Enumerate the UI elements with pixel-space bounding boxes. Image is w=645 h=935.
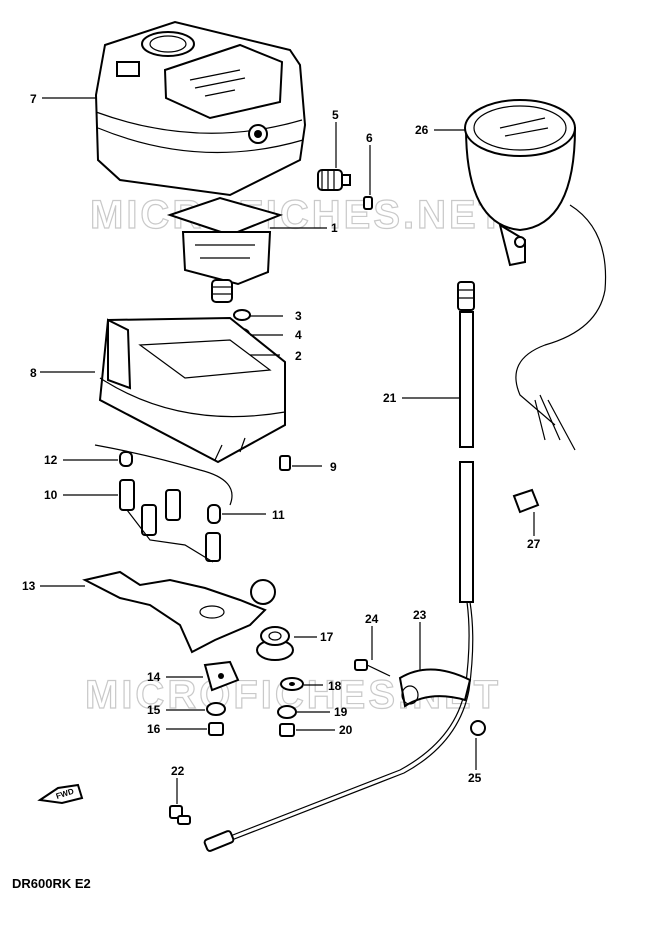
callout-2: 2 (295, 349, 302, 363)
callout-6: 6 (366, 131, 373, 145)
callout-9: 9 (330, 460, 337, 474)
callout-25: 25 (468, 771, 482, 785)
screw-6 (363, 196, 373, 210)
bulb-sockets (94, 444, 233, 563)
nut-16 (208, 722, 224, 736)
callout-21: 21 (383, 391, 397, 405)
callout-13: 13 (22, 579, 36, 593)
callout-24: 24 (365, 612, 379, 626)
washer-18 (280, 677, 304, 691)
screw-22 (169, 805, 191, 825)
bracket-14 (203, 660, 240, 692)
clamp-23 (398, 668, 472, 708)
callout-8: 8 (30, 366, 37, 380)
model-code: DR600RK E2 (12, 876, 91, 891)
washer-3 (233, 309, 251, 321)
nut-25 (470, 720, 486, 736)
meter-body (166, 196, 284, 303)
callout-5: 5 (332, 108, 339, 122)
callout-19: 19 (334, 705, 348, 719)
screw-9 (279, 455, 291, 471)
grommet-17 (256, 626, 294, 661)
meter-case-upper (94, 20, 307, 197)
callout-10: 10 (44, 488, 58, 502)
clip-27 (512, 488, 540, 514)
callout-26: 26 (415, 123, 429, 137)
meter-case-lower (98, 316, 286, 464)
callout-20: 20 (339, 723, 353, 737)
callout-7: 7 (30, 92, 37, 106)
callout-12: 12 (44, 453, 58, 467)
callout-4: 4 (295, 328, 302, 342)
bracket-13 (82, 570, 276, 654)
washer-15 (206, 702, 226, 716)
washer-19 (277, 705, 297, 719)
nut-20 (279, 723, 295, 737)
callout-3: 3 (295, 309, 302, 323)
callout-16: 16 (147, 722, 161, 736)
callout-23: 23 (413, 608, 427, 622)
callout-18: 18 (328, 679, 342, 693)
callout-15: 15 (147, 703, 161, 717)
callout-14: 14 (147, 670, 161, 684)
callout-27: 27 (527, 537, 541, 551)
callout-22: 22 (171, 764, 185, 778)
callout-11: 11 (272, 508, 285, 522)
bolt-24 (354, 659, 391, 677)
callout-1: 1 (331, 221, 338, 235)
callout-17: 17 (320, 630, 334, 644)
callouts: 7 1 2 3 4 5 6 8 9 10 11 12 13 14 15 16 1… (22, 92, 541, 785)
drive-gear (317, 169, 351, 191)
watermark-top: MICROFICHES.NET (90, 193, 506, 237)
tachometer-26 (464, 99, 607, 451)
leader-lines (40, 97, 535, 804)
forward-arrow-icon: FWD (37, 783, 84, 805)
